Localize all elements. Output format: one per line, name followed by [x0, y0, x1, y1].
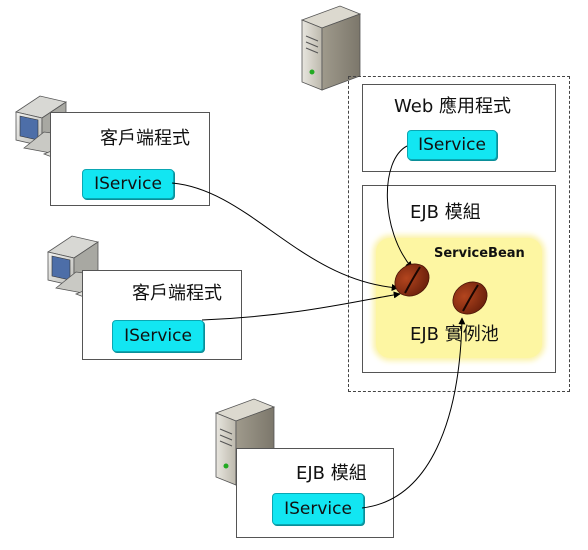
service-bean-label: ServiceBean: [434, 246, 525, 261]
server-icon: [300, 5, 362, 91]
remote-ejb-label: EJB 模組: [296, 463, 367, 484]
connector-webapp: [386, 145, 413, 269]
client-1-label: 客戶端程式: [100, 128, 190, 149]
ejb-module-label: EJB 模組: [410, 202, 481, 223]
client-2-label: 客戶端程式: [132, 283, 222, 304]
connector-remote: [361, 317, 466, 509]
bean-icon: [452, 281, 488, 315]
connector-client1: [171, 182, 399, 291]
pool-label: EJB 實例池: [410, 324, 499, 345]
web-app-label: Web 應用程式: [394, 96, 511, 117]
client-2-iservice[interactable]: IService: [112, 320, 204, 352]
web-app-iservice[interactable]: IService: [407, 130, 497, 160]
connector-client2: [201, 291, 401, 321]
server-boundary: [348, 76, 570, 392]
client-1-iservice[interactable]: IService: [82, 169, 174, 199]
remote-ejb-iservice[interactable]: IService: [272, 493, 364, 525]
bean-icon: [394, 263, 430, 297]
